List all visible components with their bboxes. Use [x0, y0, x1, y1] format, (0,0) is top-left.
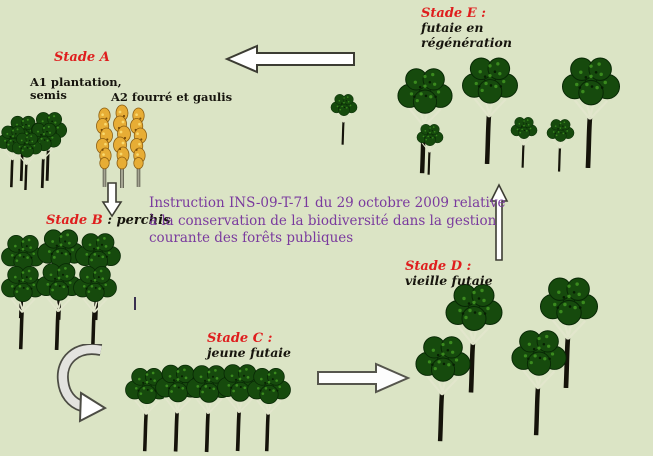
stage-c-label: Stade C :	[207, 331, 273, 346]
stage-d-descriptor: vieille futaie	[405, 273, 493, 288]
tree-icon	[246, 366, 292, 454]
tree-icon	[0, 264, 46, 350]
poplar-tree-icon	[112, 104, 132, 188]
stage-a1-label-line1: A1 plantation,	[30, 75, 122, 89]
stage-b-descriptor: : perchis	[102, 213, 171, 228]
tree-icon	[510, 115, 538, 170]
poplar-tree-icon	[95, 106, 114, 188]
tree-icon	[72, 264, 118, 350]
stage-e-descriptor-line1: futaie en	[421, 20, 484, 35]
instruction-text: Instruction INS-09-T-71 du 29 octobre 20…	[149, 195, 505, 248]
stage-a1-label-line2: semis	[30, 88, 67, 102]
stage-c-descriptor: jeune futaie	[207, 345, 291, 360]
stage-e-descriptor-line2: régénération	[421, 34, 512, 50]
stage-a2-label: A2 fourré et gaulis	[111, 90, 233, 104]
tree-icon	[463, 58, 518, 164]
tree-icon	[416, 337, 470, 441]
instruction-line1: Instruction INS-09-T-71 du 29 octobre 20…	[149, 195, 506, 211]
tree-icon	[546, 117, 575, 174]
stage-b-block: Stade B : perchis	[46, 209, 170, 229]
stage-d-block: Stade D : vieille futaie	[405, 259, 493, 289]
stage-a1-label: A1 plantation, semis	[30, 76, 122, 102]
tree-icon	[330, 93, 358, 146]
stage-e-block: Stade E : futaie en régénération	[421, 6, 512, 50]
instruction-line3: courante des forêts publiques	[149, 230, 354, 246]
arrow-right-icon	[317, 362, 411, 394]
stage-c-block: Stade C : jeune futaie	[207, 331, 291, 361]
tree-icon	[398, 69, 452, 173]
poplar-tree-icon	[129, 106, 148, 188]
tree-icon	[512, 331, 566, 435]
instruction-line2: à la conservation de la biodiversité dan…	[149, 212, 497, 229]
tree-icon	[34, 262, 84, 350]
stage-e-label: Stade E :	[421, 6, 486, 21]
stage-d-label: Stade D :	[405, 259, 472, 274]
arrow-down-icon	[101, 182, 123, 218]
arrow-up-icon	[489, 183, 509, 261]
text-cursor-mark	[134, 297, 136, 310]
stage-a-label: Stade A	[54, 50, 110, 65]
stage-b-label: Stade B	[46, 213, 103, 228]
arrow-left-icon	[224, 44, 355, 74]
arrow-curved-icon	[56, 344, 108, 423]
tree-icon	[562, 58, 619, 168]
tree-icon	[10, 132, 44, 190]
